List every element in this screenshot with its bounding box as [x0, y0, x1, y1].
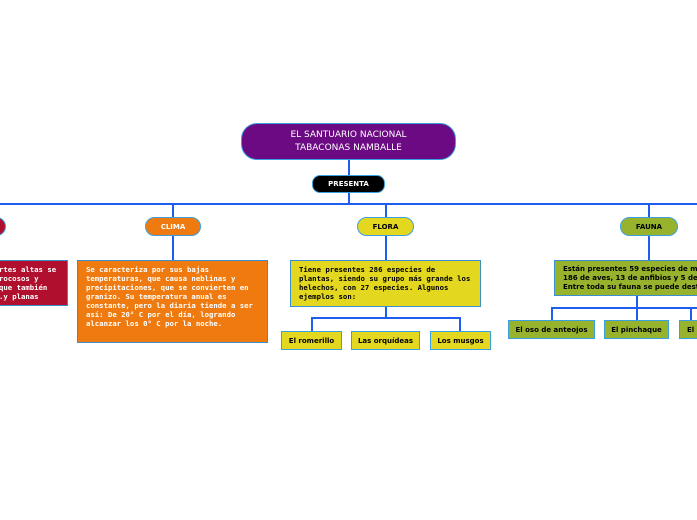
connector-line — [636, 307, 638, 320]
main-topic-node[interactable]: EL SANTUARIO NACIONAL TABACONAS NAMBALLE — [241, 123, 456, 160]
connector-line — [0, 203, 697, 205]
connector-line — [311, 317, 461, 319]
connector-line — [172, 236, 174, 260]
connector-line — [551, 307, 553, 320]
connector-line — [348, 193, 350, 204]
connector-line — [385, 204, 387, 217]
relieve-text-box[interactable]: rtes altas se rocosos y que también y pl… — [0, 260, 68, 306]
fauna-child-pinchaque[interactable]: El pinchaque — [604, 320, 669, 339]
connector-line — [172, 204, 174, 217]
fauna-child-oso[interactable]: El oso de anteojos — [508, 320, 595, 339]
presenta-node[interactable]: PRESENTA — [312, 175, 385, 193]
flora-text-box[interactable]: Tiene presentes 286 especies de plantas,… — [290, 260, 481, 307]
relieve-node[interactable] — [0, 217, 6, 236]
clima-node[interactable]: CLIMA — [145, 217, 201, 236]
connector-line — [648, 236, 650, 260]
connector-line — [385, 236, 387, 260]
connector-line — [348, 160, 350, 175]
connector-line — [690, 307, 692, 320]
connector-line — [459, 317, 461, 331]
flora-child-romerillo[interactable]: El romerillo — [281, 331, 342, 350]
fauna-child-3[interactable]: El — [679, 320, 697, 339]
connector-line — [636, 296, 638, 308]
flora-child-musgos[interactable]: Los musgos — [430, 331, 491, 350]
connector-line — [551, 307, 697, 309]
connector-line — [311, 317, 313, 331]
flora-child-orquideas[interactable]: Las orquídeas — [351, 331, 420, 350]
clima-text-box[interactable]: Se caracteriza por sus bajas temperatura… — [77, 260, 268, 343]
fauna-text-box[interactable]: Están presentes 59 especies de ma 186 de… — [554, 260, 697, 296]
connector-line — [648, 204, 650, 217]
flora-node[interactable]: FLORA — [357, 217, 414, 236]
connector-line — [385, 307, 387, 318]
fauna-node[interactable]: FAUNA — [620, 217, 678, 236]
